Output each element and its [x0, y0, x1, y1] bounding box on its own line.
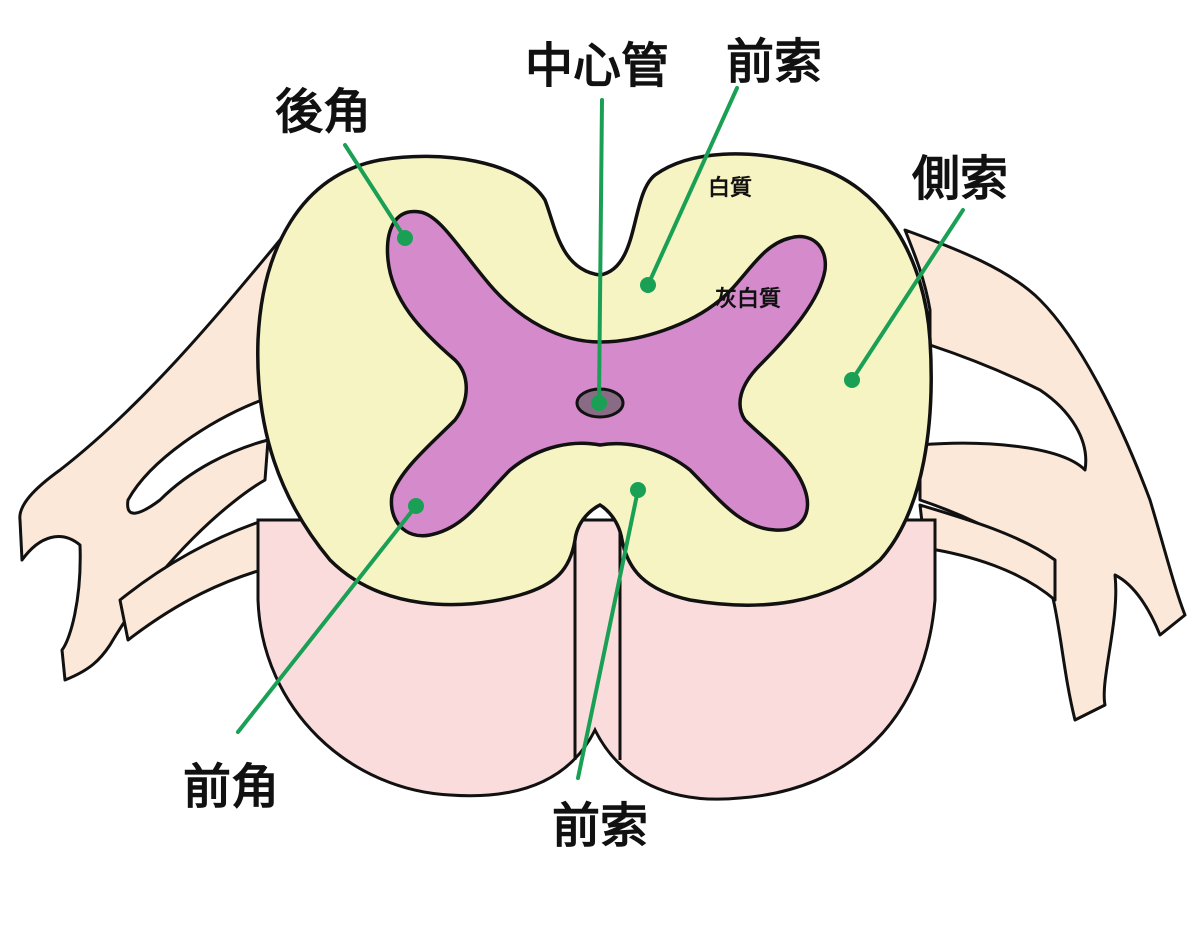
pointer-anterior-horn [236, 504, 418, 734]
left-ventral-root [118, 518, 270, 642]
dot-anterior-funiculus-top [640, 277, 656, 293]
pointer-central-canal [597, 98, 604, 405]
pointer-lateral-funiculus [850, 208, 965, 382]
right-dorsal-root [903, 228, 1187, 722]
pointer-anterior-funiculus-bottom [576, 488, 640, 780]
label-lateral-funiculus: 側索 [911, 151, 1008, 207]
right-ventral-root [918, 503, 1057, 602]
dot-anterior-funiculus-bottom [630, 482, 646, 498]
pointer-lines [236, 86, 965, 780]
label-anterior-funiculus-top: 前索 [726, 34, 822, 90]
label-anterior-horn: 前角 [183, 759, 279, 815]
label-white-matter: 白質 [708, 175, 752, 201]
pointer-anterior-funiculus-top [646, 86, 739, 287]
left-dorsal-root [18, 226, 292, 682]
pointer-posterior-horn [343, 143, 407, 240]
dot-anterior-horn [408, 498, 424, 514]
pointer-dots [397, 230, 860, 514]
label-anterior-funiculus-bottom: 前索 [552, 798, 648, 854]
dot-lateral-funiculus [844, 372, 860, 388]
gray-matter [385, 209, 827, 538]
nerve-roots [18, 226, 1187, 722]
dot-posterior-horn [397, 230, 413, 246]
dot-central-canal [591, 395, 607, 411]
ventral-median-fissure [573, 520, 622, 760]
label-central-canal: 中心管 [525, 38, 669, 94]
label-gray-matter: 灰白質 [715, 286, 781, 312]
label-posterior-horn: 後角 [275, 84, 371, 140]
